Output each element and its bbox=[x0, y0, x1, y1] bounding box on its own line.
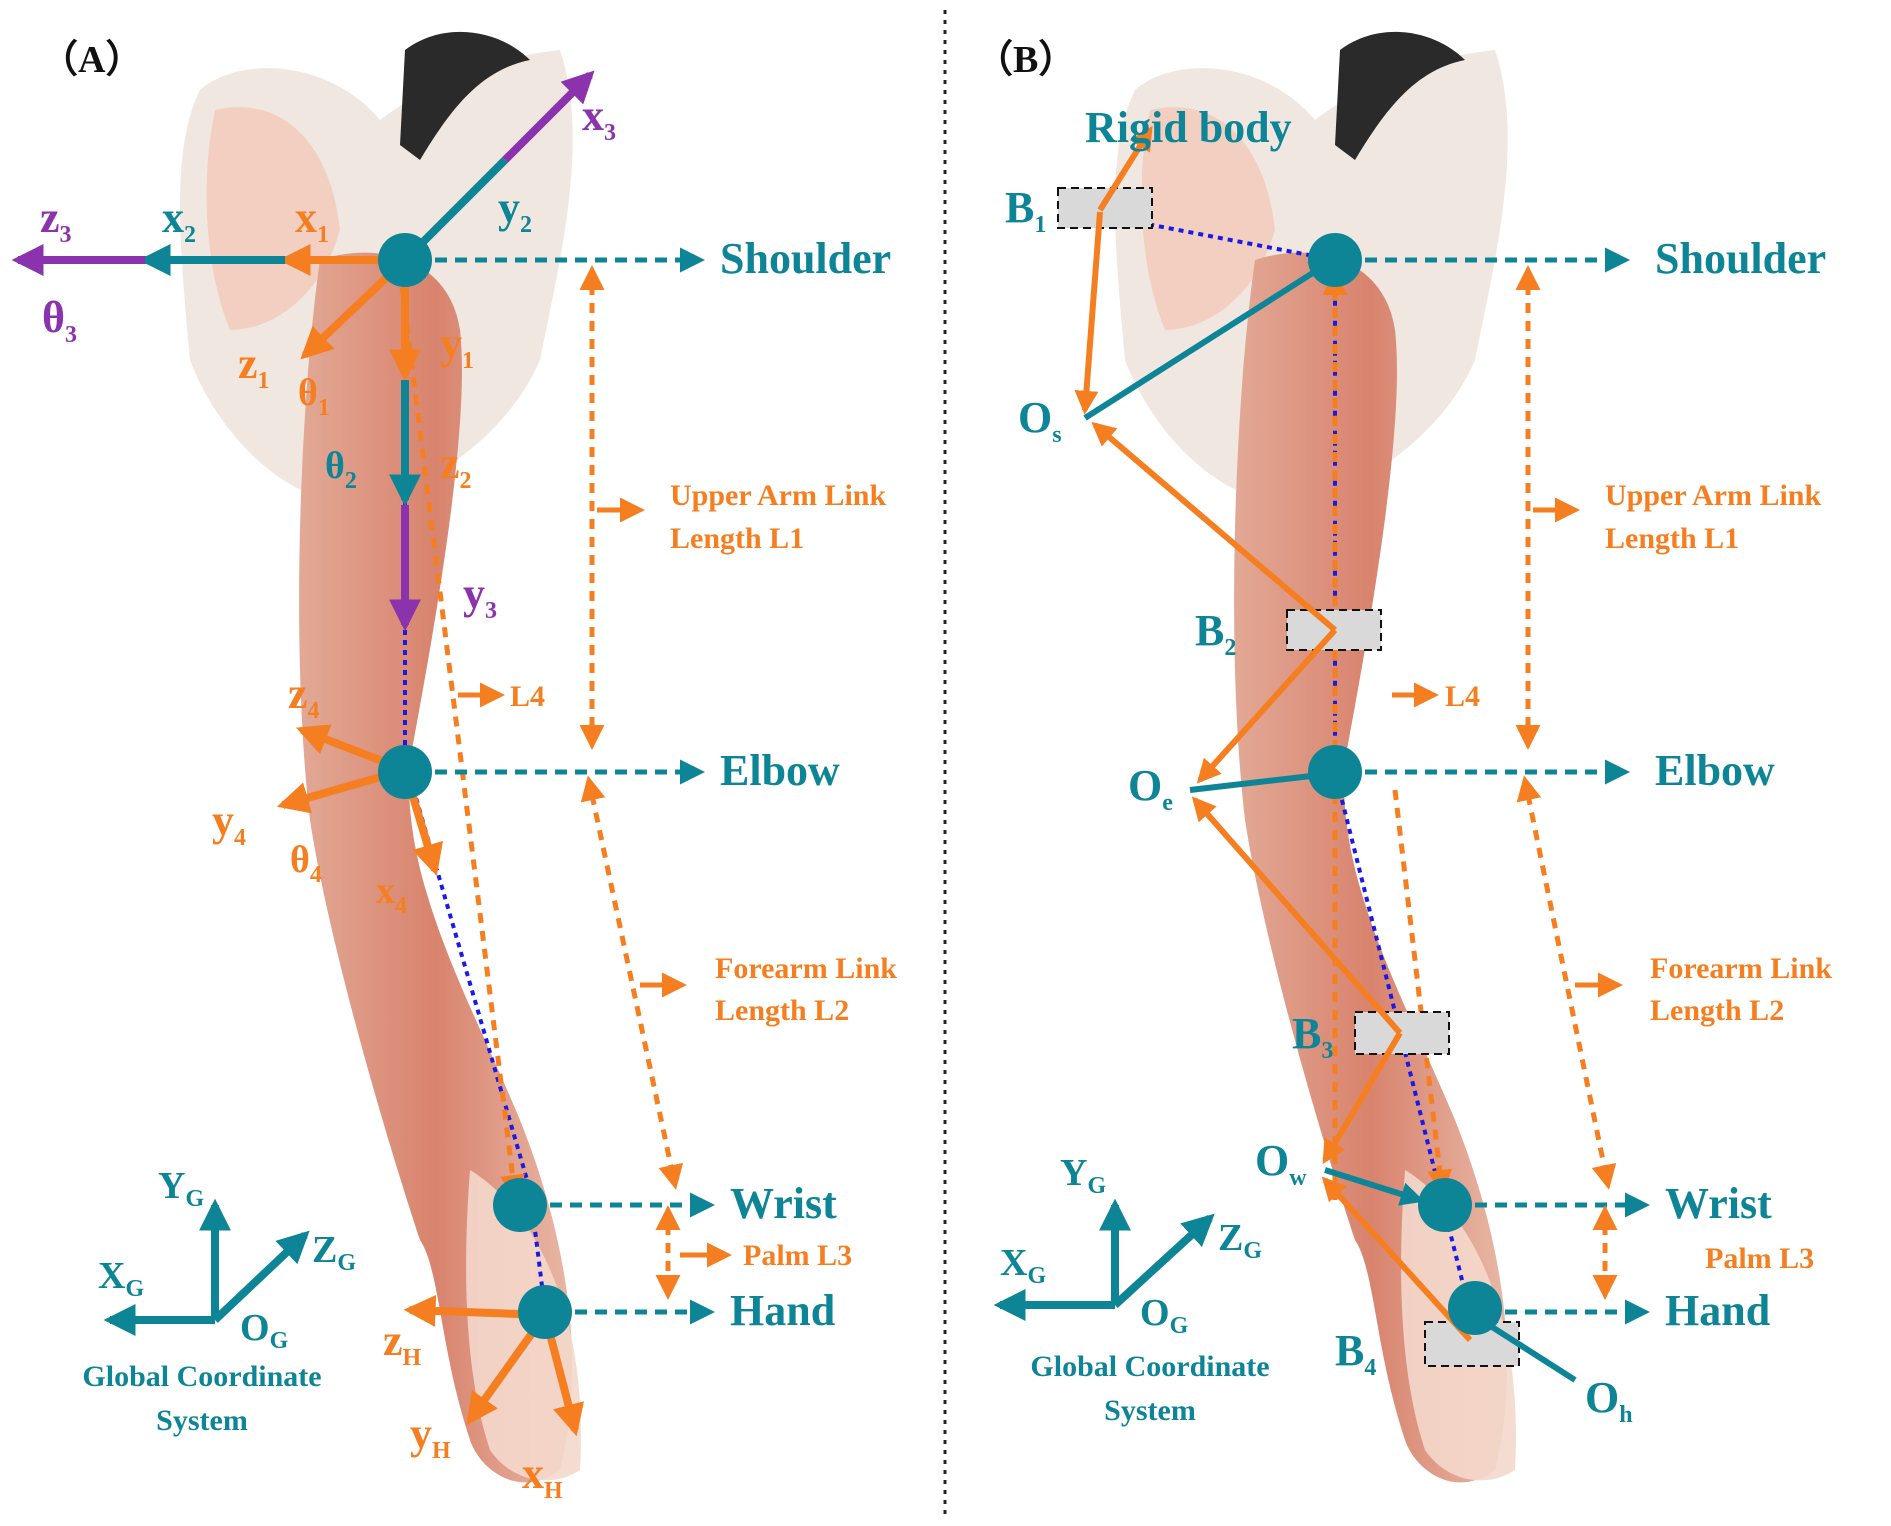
hand-joint-b bbox=[1448, 1281, 1502, 1335]
ow-b4-vector bbox=[1321, 1176, 1473, 1343]
theta2-label: θ2 bbox=[325, 445, 357, 494]
zH-label: zH bbox=[383, 1316, 422, 1371]
wrist-label-b: Wrist bbox=[1665, 1179, 1772, 1228]
global-caption-1-b: Global Coordinate bbox=[1030, 1350, 1269, 1383]
forearm-length-label-a: Length L2 bbox=[715, 994, 849, 1027]
x1-label: x1 bbox=[295, 193, 329, 248]
global-caption-1-a: Global Coordinate bbox=[82, 1360, 321, 1393]
x3-label: x3 bbox=[582, 91, 616, 146]
hand-label-b: Hand bbox=[1665, 1286, 1770, 1335]
OG-label-b: OG bbox=[1140, 1292, 1189, 1339]
x4-label: x4 bbox=[376, 870, 407, 919]
global-frame-b bbox=[993, 1198, 1215, 1321]
wrist-joint-b bbox=[1418, 1178, 1472, 1232]
z1-label: z1 bbox=[238, 339, 270, 394]
z3-label: z3 bbox=[40, 193, 72, 248]
forearm-ref-arrow-b bbox=[1392, 789, 1453, 1195]
ow-wrist-link bbox=[1324, 1167, 1425, 1206]
B1-label: B1 bbox=[1005, 183, 1046, 238]
panel-b: （B） bbox=[975, 31, 1832, 1483]
palm-label-b: Palm L3 bbox=[1705, 1242, 1814, 1275]
theta4-label: θ4 bbox=[290, 839, 322, 888]
os-b1-vector bbox=[1074, 211, 1103, 415]
elbow-joint-a bbox=[378, 745, 432, 799]
forearm-length-label-b: Length L2 bbox=[1650, 994, 1784, 1027]
upper-arm-link-label-a: Upper Arm Link bbox=[670, 479, 886, 512]
z4-label: z4 bbox=[288, 669, 320, 724]
rigid-body-label: Rigid body bbox=[1085, 103, 1292, 152]
z2-label: z2 bbox=[440, 439, 472, 494]
theta3-label: θ3 bbox=[42, 293, 77, 348]
upper-arm-length-label-b: Length L1 bbox=[1605, 522, 1739, 555]
XG-label-b: XG bbox=[1000, 1242, 1046, 1289]
YG-label-a: YG bbox=[158, 1165, 204, 1212]
shoulder-label-a: Shoulder bbox=[720, 234, 891, 283]
shoulder-joint-a bbox=[378, 233, 432, 287]
ow-b3-vector bbox=[1322, 1031, 1403, 1165]
YG-label-b: YG bbox=[1060, 1152, 1106, 1199]
x2-label: x2 bbox=[162, 193, 196, 248]
xH-label: xH bbox=[522, 1449, 563, 1504]
upper-arm-link-label-b: Upper Arm Link bbox=[1605, 479, 1821, 512]
B3-label: B3 bbox=[1292, 1009, 1333, 1064]
theta1-label: θ1 bbox=[298, 372, 330, 421]
Oe-label: Oe bbox=[1128, 761, 1173, 816]
wrist-label-a: Wrist bbox=[730, 1179, 837, 1228]
yH-label: yH bbox=[410, 1409, 451, 1464]
Oh-label: Oh bbox=[1585, 1373, 1633, 1428]
XG-label-a: XG bbox=[98, 1255, 144, 1302]
shoulder-joint-b bbox=[1308, 233, 1362, 287]
forearm-link-label-b: Forearm Link bbox=[1650, 952, 1832, 985]
panel-b-label: （B） bbox=[975, 39, 1076, 81]
OG-label-a: OG bbox=[240, 1307, 289, 1354]
oe-elbow-link bbox=[1189, 772, 1321, 793]
panel-a: （A） bbox=[11, 31, 897, 1504]
os-b2-vector bbox=[1091, 421, 1337, 633]
oe-b3-vector bbox=[1191, 796, 1403, 1035]
wrist-joint-a bbox=[493, 1178, 547, 1232]
rigid-body-b3 bbox=[1354, 1011, 1450, 1055]
upper-arm-length-label-a: Length L1 bbox=[670, 522, 804, 555]
oe-b2-vector bbox=[1196, 627, 1338, 784]
hand-label-a: Hand bbox=[730, 1286, 835, 1335]
ZG-label-a: ZG bbox=[312, 1229, 356, 1276]
oh-hand-link bbox=[1476, 1315, 1577, 1383]
panel-a-label: （A） bbox=[40, 39, 143, 81]
Os-label: Os bbox=[1018, 393, 1062, 448]
elbow-label-b: Elbow bbox=[1655, 746, 1775, 795]
ZG-label-b: ZG bbox=[1218, 1217, 1262, 1264]
l4-label-a: L4 bbox=[510, 680, 545, 713]
global-caption-2-b: System bbox=[1104, 1394, 1196, 1427]
rigid-body-pointer bbox=[1097, 125, 1153, 212]
forearm-link-label-a: Forearm Link bbox=[715, 952, 897, 985]
elbow-label-a: Elbow bbox=[720, 746, 840, 795]
l4-label-b: L4 bbox=[1445, 680, 1480, 713]
palm-label-a: Palm L3 bbox=[743, 1239, 852, 1272]
forearm-length-arrow-b bbox=[1516, 775, 1617, 1190]
global-frame-a bbox=[103, 1198, 310, 1336]
y3-label: y3 bbox=[463, 569, 497, 624]
z2-dashed-axis bbox=[397, 269, 525, 1200]
forearm-length-arrow-a bbox=[580, 775, 684, 1190]
shoulder-label-b: Shoulder bbox=[1655, 234, 1826, 283]
rigid-body-b1 bbox=[1057, 187, 1153, 229]
B2-label: B2 bbox=[1195, 606, 1236, 661]
hand-joint-a bbox=[518, 1285, 572, 1339]
x3-arrow bbox=[502, 70, 595, 163]
Ow-label: Ow bbox=[1255, 1136, 1307, 1191]
B4-label: B4 bbox=[1335, 1326, 1376, 1381]
y1-label: y1 bbox=[440, 319, 474, 374]
global-caption-2-a: System bbox=[156, 1404, 248, 1437]
os-shoulder-link bbox=[1083, 259, 1335, 421]
elbow-joint-b bbox=[1308, 745, 1362, 799]
y4-label: y4 bbox=[212, 796, 246, 851]
y2-label: y2 bbox=[498, 183, 532, 238]
